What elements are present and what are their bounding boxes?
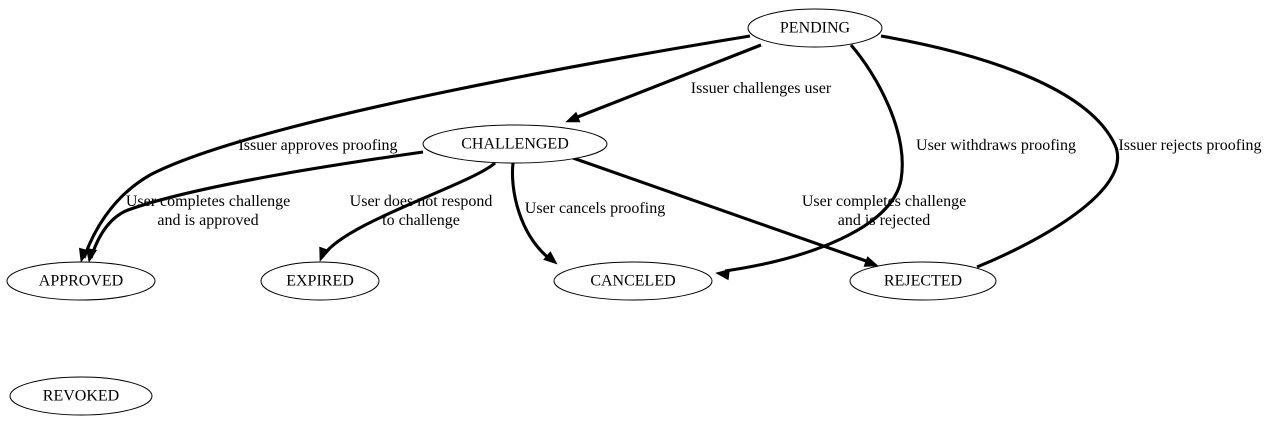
node-shape[interactable] xyxy=(6,261,156,301)
node-shape[interactable] xyxy=(9,376,153,416)
edges-layer xyxy=(78,34,1119,281)
edge-challenged-canceled xyxy=(510,162,558,265)
edge-line xyxy=(82,34,751,259)
edge-line xyxy=(724,43,904,273)
edge-line xyxy=(321,161,497,257)
node-shape[interactable] xyxy=(747,8,883,48)
node-label: REVOKED xyxy=(43,388,119,405)
edge-line xyxy=(510,162,552,262)
node-label: EXPIRED xyxy=(286,273,354,290)
edge-pending-rejected xyxy=(880,34,1119,281)
node-approved[interactable]: APPROVED xyxy=(6,261,156,301)
edge-line xyxy=(574,43,762,120)
edge-line xyxy=(572,156,870,264)
edge-label-pending-rejected: Issuer rejects proofing xyxy=(1118,137,1261,154)
edge-label-pending-canceled: User withdraws proofing xyxy=(916,137,1076,154)
node-pending[interactable]: PENDING xyxy=(747,8,883,48)
node-label: CANCELED xyxy=(590,273,675,290)
arrowhead-icon xyxy=(863,256,879,267)
node-label: APPROVED xyxy=(39,273,123,290)
edge-line xyxy=(89,150,424,259)
node-label: CHALLENGED xyxy=(461,136,569,153)
edge-challenged-approved xyxy=(85,150,424,263)
edge-pending-canceled xyxy=(715,43,904,281)
node-shape[interactable] xyxy=(553,261,713,301)
edge-label-pending-approved: Issuer approves proofing xyxy=(238,137,397,154)
node-rejected[interactable]: REJECTED xyxy=(849,261,997,301)
node-expired[interactable]: EXPIRED xyxy=(260,261,380,301)
node-shape[interactable] xyxy=(260,261,380,301)
arrowhead-icon xyxy=(543,251,558,265)
node-shape[interactable] xyxy=(849,261,997,301)
edge-pending-challenged xyxy=(565,43,762,123)
edge-label-challenged-canceled: User cancels proofing xyxy=(525,200,665,217)
node-label: PENDING xyxy=(780,20,851,37)
edge-pending-approved xyxy=(78,34,751,263)
edge-line xyxy=(880,34,1119,269)
arrowhead-icon xyxy=(319,246,330,262)
node-challenged[interactable]: CHALLENGED xyxy=(422,124,608,164)
arrowhead-icon xyxy=(565,111,581,123)
edge-label-pending-challenged: Issuer challenges user xyxy=(691,80,832,97)
edge-challenged-rejected xyxy=(572,156,879,267)
node-label: REJECTED xyxy=(884,273,962,290)
node-canceled[interactable]: CANCELED xyxy=(553,261,713,301)
node-revoked[interactable]: REVOKED xyxy=(9,376,153,416)
edge-challenged-expired xyxy=(319,161,497,262)
arrowhead-icon xyxy=(85,247,98,263)
arrowhead-icon xyxy=(715,269,730,281)
nodes-layer: PENDING CHALLENGED APPROVED EXPIRED CANCELED… xyxy=(6,8,997,416)
node-shape[interactable] xyxy=(422,124,608,164)
